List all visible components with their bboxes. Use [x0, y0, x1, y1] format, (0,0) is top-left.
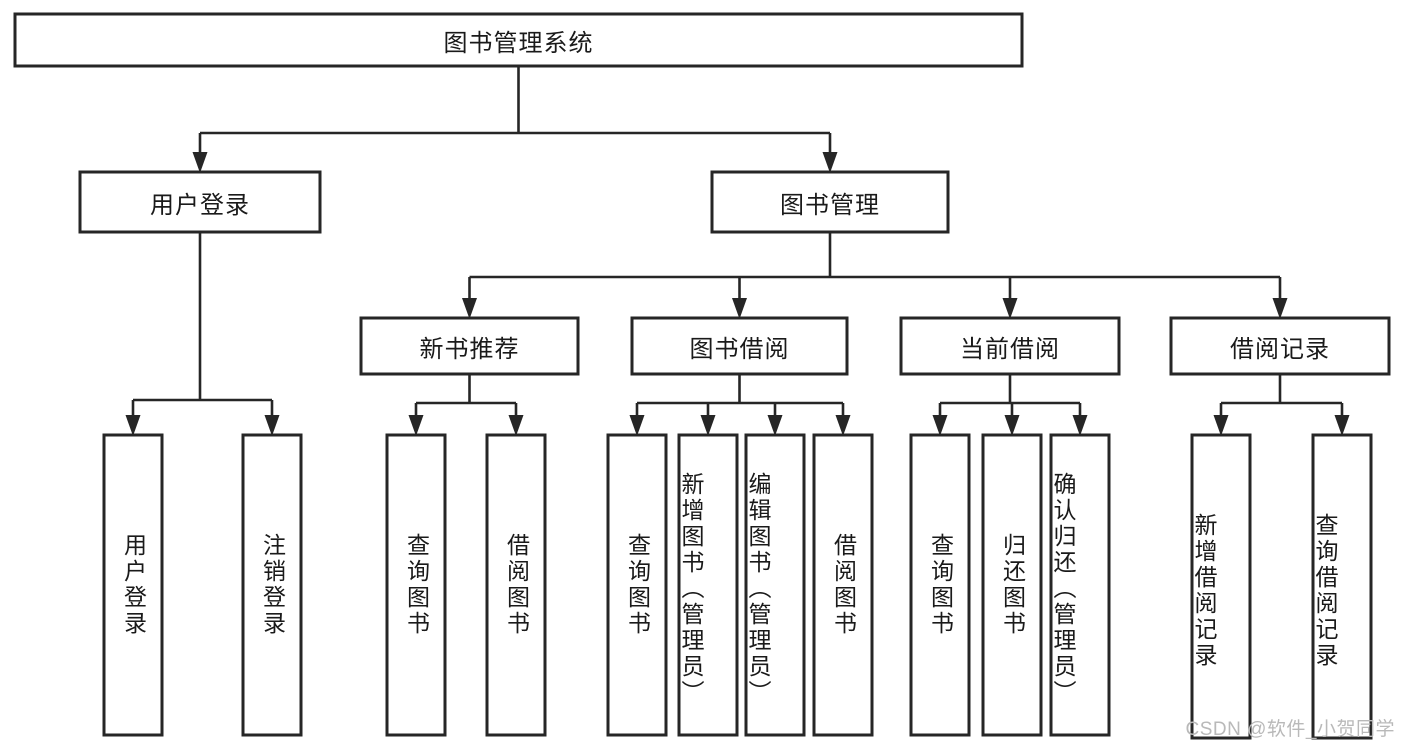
arrow-head-icon: [932, 415, 948, 436]
arrow-head-icon: [192, 152, 208, 173]
arrow-head-icon: [408, 415, 424, 436]
node-box-leaf-nb-borrow[interactable]: [485, 433, 547, 737]
arrow-head-icon: [629, 415, 645, 436]
node-box-layer: [13, 12, 1391, 740]
node-box-leaf-bb-add[interactable]: [677, 433, 739, 737]
node-box-leaf-bb-edit[interactable]: [744, 433, 806, 737]
node-box-user-login[interactable]: [78, 170, 322, 234]
arrow-head-icon: [700, 415, 716, 436]
node-box-leaf-bb-query[interactable]: [606, 433, 668, 737]
arrow-head-icon: [1072, 415, 1088, 436]
arrow-head-icon: [1272, 298, 1288, 319]
node-box-new-book-rec[interactable]: [359, 316, 580, 376]
node-box-leaf-user-login[interactable]: [102, 433, 164, 737]
arrow-head-icon: [767, 415, 783, 436]
node-box-leaf-br-add[interactable]: [1190, 433, 1252, 740]
node-box-root[interactable]: [13, 12, 1024, 68]
node-box-leaf-nb-query[interactable]: [385, 433, 447, 737]
node-box-current-borrow[interactable]: [899, 316, 1121, 376]
arrow-head-icon: [1213, 415, 1229, 436]
arrow-head-icon: [835, 415, 851, 436]
watermark: CSDN @软件_小贺同学: [1185, 719, 1395, 740]
arrow-head-icon: [822, 152, 838, 173]
node-box-leaf-bb-lend[interactable]: [812, 433, 874, 737]
arrow-head-icon: [264, 415, 280, 436]
node-box-leaf-cb-return[interactable]: [981, 433, 1043, 737]
arrow-head-icon: [462, 298, 477, 319]
arrow-head-icon: [1334, 415, 1350, 436]
arrow-head-icon: [508, 415, 524, 436]
node-box-book-borrow[interactable]: [630, 316, 849, 376]
node-box-book-manage[interactable]: [710, 170, 950, 234]
arrow-head-icon: [125, 415, 141, 436]
arrow-head-icon: [732, 298, 747, 319]
connector-layer: [125, 66, 1350, 436]
arrow-head-icon: [1004, 415, 1020, 436]
arrow-head-icon: [1002, 298, 1018, 319]
node-box-borrow-record[interactable]: [1169, 316, 1391, 376]
node-box-leaf-cb-query[interactable]: [909, 433, 971, 737]
node-box-leaf-cb-confirm[interactable]: [1049, 433, 1111, 737]
node-box-leaf-br-query[interactable]: [1311, 433, 1373, 740]
node-box-leaf-logout[interactable]: [241, 433, 303, 737]
